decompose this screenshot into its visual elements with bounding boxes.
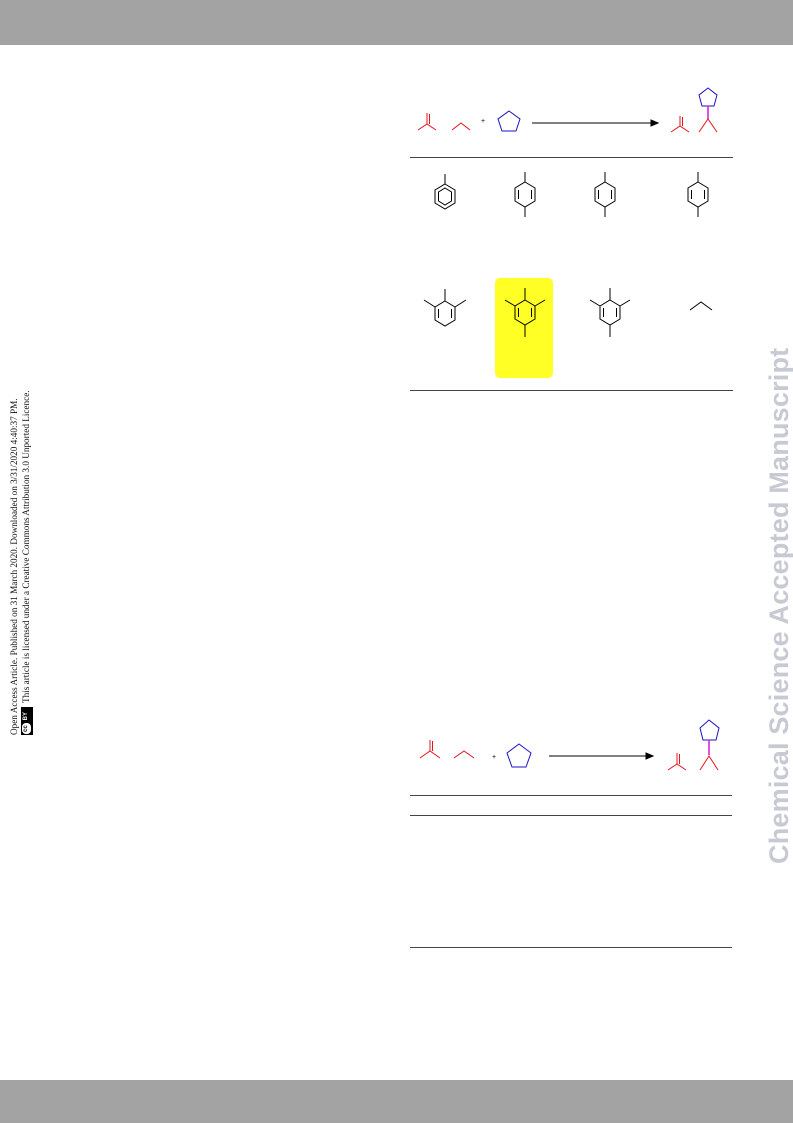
- license-notice[interactable]: This article is licensed under a Creativ…: [20, 390, 31, 703]
- table-1-top-rule: [410, 157, 733, 158]
- cyclopentane-structure: [497, 110, 521, 132]
- publication-notice: Open Access Article. Published on 31 Mar…: [9, 398, 19, 735]
- table-1-bottom-rule: [410, 390, 733, 391]
- p-xylene-structure-2: [594, 172, 616, 217]
- plus-sign: +: [481, 118, 486, 125]
- p-xylene-structure: [514, 172, 536, 217]
- tetramethylbenzene-structure: [589, 288, 631, 337]
- page-header-band: [0, 0, 793, 45]
- arene-structures-grid: [410, 160, 733, 390]
- scheme-2-reaction: [412, 715, 732, 779]
- mesitylene-structure: [504, 288, 546, 337]
- product-structure: [670, 87, 718, 133]
- reaction-arrow-2: [549, 752, 655, 760]
- cyclopentane-structure-2: [506, 743, 532, 768]
- scheme-1-reaction: [412, 82, 732, 142]
- page-footer-band: [0, 1080, 793, 1123]
- table-2-top-rule: [410, 795, 732, 796]
- accepted-manuscript-watermark: Chemical Science Accepted Manuscript: [764, 347, 793, 864]
- propane-structure: [689, 301, 713, 311]
- reaction-equation-1: [417, 87, 718, 133]
- alkene-reactant-structure-2: [419, 740, 475, 759]
- arene-structures: [423, 172, 713, 337]
- toluene-structure: [434, 174, 456, 210]
- plus-sign-2: +: [492, 754, 497, 761]
- product-structure-2: [667, 719, 720, 771]
- reaction-equation-2: [419, 719, 720, 771]
- alkene-reactant-structure: [417, 113, 471, 131]
- highlighted-mesitylene-cell: [495, 278, 553, 378]
- p-xylene-structure-3: [687, 172, 709, 217]
- cc-by-license-icon[interactable]: cc BY: [20, 706, 33, 735]
- table-2-header-rule: [410, 815, 732, 816]
- table-2-bottom-rule: [410, 947, 732, 948]
- trimethylbenzene-1-2-3-structure: [423, 289, 467, 327]
- reaction-arrow: [532, 119, 660, 127]
